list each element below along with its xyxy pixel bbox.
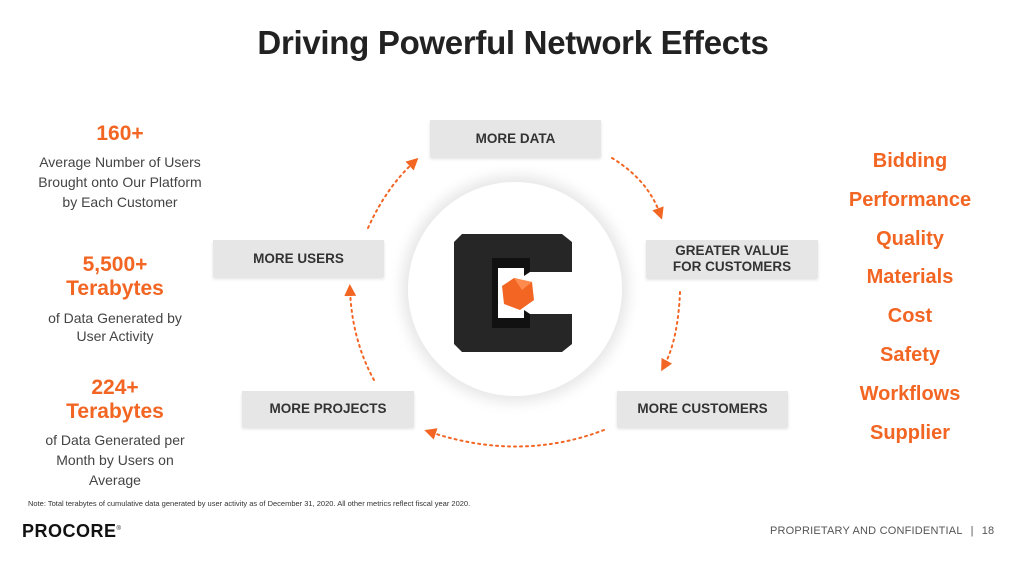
- stat-description: of Data Generated per Month by Users on …: [45, 432, 185, 488]
- greater-value-box: GREATER VALUE FOR CUSTOMERS: [646, 240, 818, 278]
- greater-value-line2: FOR CUSTOMERS: [672, 259, 792, 274]
- arrow-customers-to-projects: [424, 428, 605, 448]
- benefit-item: Safety: [879, 343, 941, 366]
- benefit-item: Supplier: [869, 421, 950, 444]
- greater-value-line1: GREATER VALUE: [675, 243, 789, 258]
- more-data-box: MORE DATA: [430, 120, 601, 157]
- page-number: 18: [981, 525, 995, 537]
- arrow-value-to-customers: [661, 291, 681, 372]
- footnote: Note: Total terabytes of cumulative data…: [28, 499, 471, 508]
- more-users-box: MORE USERS: [213, 240, 384, 277]
- stat-unit: Terabytes: [66, 277, 164, 300]
- footer-confidential: PROPRIETARY AND CONFIDENTIAL|18: [770, 525, 995, 537]
- stat-description: Average Number of Users Brought onto Our…: [38, 154, 202, 210]
- benefit-item: Workflows: [859, 382, 961, 405]
- stat-value: 224+: [91, 376, 139, 399]
- benefit-item: Performance: [848, 188, 972, 211]
- benefit-item: Materials: [866, 266, 954, 289]
- logo-text: PROCORE: [22, 521, 117, 541]
- arrow-users-to-data: [367, 157, 419, 229]
- more-projects-box: MORE PROJECTS: [242, 391, 414, 427]
- stat-unit: Terabytes: [66, 400, 164, 423]
- stat-total-data: 5,500+ Terabytes of Data Generated by Us…: [20, 253, 210, 345]
- arrow-data-to-value: [611, 157, 664, 220]
- slide-title: Driving Powerful Network Effects: [257, 24, 769, 61]
- stat-value: 160+: [96, 122, 144, 145]
- stat-value: 5,500+: [82, 253, 148, 276]
- stat-users-per-customer: 160+ Average Number of Users Brought ont…: [20, 122, 220, 212]
- benefit-item: Bidding: [872, 150, 948, 172]
- procore-wordmark: PROCORE®: [22, 521, 122, 541]
- confidential-label: PROPRIETARY AND CONFIDENTIAL: [770, 525, 963, 537]
- arrow-projects-to-users: [344, 284, 375, 381]
- benefit-item: Quality: [876, 227, 944, 250]
- more-customers-box: MORE CUSTOMERS: [617, 391, 788, 427]
- procore-c-logo-icon: [454, 234, 572, 352]
- stat-description: of Data Generated by User Activity: [48, 310, 182, 344]
- benefits-list: Bidding Performance Quality Materials Co…: [830, 142, 990, 452]
- benefit-item: Cost: [887, 305, 933, 328]
- stat-monthly-data: 224+ Terabytes of Data Generated per Mon…: [20, 376, 210, 490]
